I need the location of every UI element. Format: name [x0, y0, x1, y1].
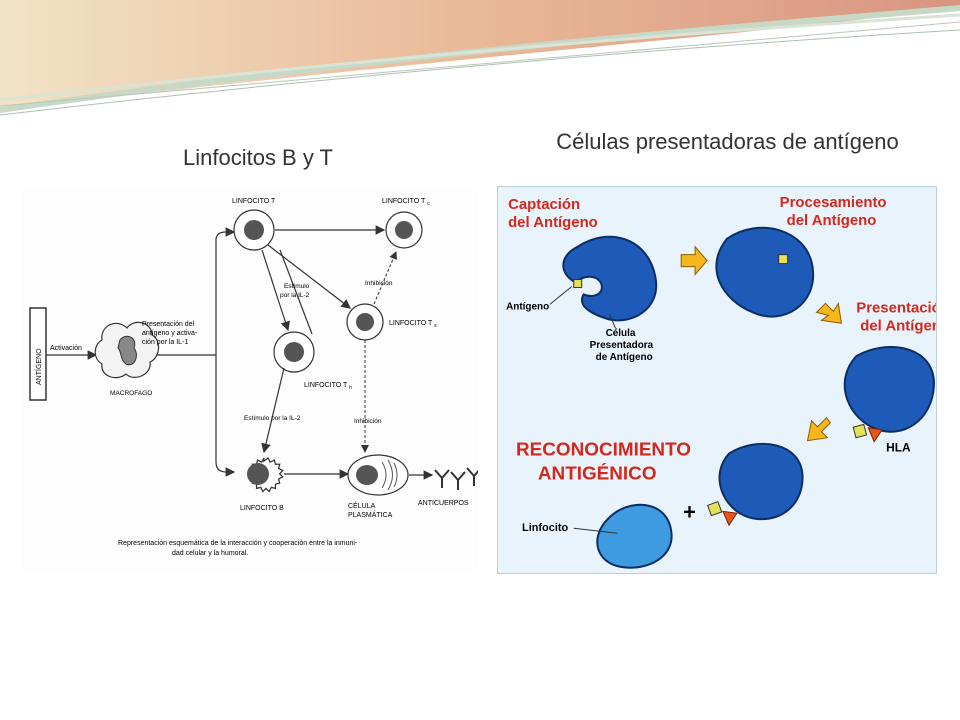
step-presentation-label-1: Presentación: [856, 299, 937, 316]
step-recognition-label-2: ANTIGÉNICO: [538, 462, 657, 484]
plus-sign: +: [683, 499, 696, 524]
hla-marker-2: [722, 510, 738, 527]
step-processing-label-1: Procesamiento: [780, 194, 887, 211]
stimulus-il2-label-2: Estímulo por la IL-2: [244, 415, 301, 422]
antigen-square-2: [778, 254, 789, 265]
step-capture-label-1: Captación: [508, 196, 580, 213]
tc-cell-label: LINFOCITO T c: [382, 198, 430, 207]
title-lymphocytes: Linfocitos B y T: [183, 145, 333, 170]
t-cell-label: LINFOCITO T: [232, 198, 276, 205]
decorative-banner: [0, 0, 960, 116]
caption-line-2: dad celular y la humoral.: [172, 550, 248, 557]
apc-capturing: [562, 235, 658, 322]
th-cell-label: LINFOCITO T h: [304, 382, 352, 391]
t-cell-nucleus: [244, 220, 264, 240]
step-capture-label-2: del Antígeno: [508, 214, 598, 231]
arrow-right-icon: [680, 245, 708, 276]
inhibition-label-2: Inhibición: [354, 418, 382, 425]
antigen-label: ANTÍGENO: [34, 348, 43, 385]
inhibition-label-1: Inhibición: [365, 280, 393, 287]
ts-cell-label: LINFOCITO T s: [389, 320, 437, 329]
activation-label: Activación: [50, 345, 82, 352]
antigen-square-3: [852, 423, 868, 439]
hla-marker: [867, 427, 883, 443]
antigen-label: Antígeno: [506, 301, 549, 312]
presentation-line-3: ción por la IL-1: [142, 339, 188, 346]
step-processing-label-2: del Antígeno: [787, 212, 877, 229]
macrophage-label: MACROFAGO: [110, 390, 152, 397]
macrophage-nucleus: [117, 335, 137, 366]
apc-recognition: [718, 442, 804, 521]
hla-label: HLA: [886, 441, 911, 455]
th-cell-nucleus: [284, 342, 304, 362]
antigen-presentation-diagram: Captación del Antígeno Antígeno Célula P…: [497, 186, 937, 574]
plasma-cell-label-1: CÉLULA: [348, 501, 376, 510]
title-antigen-presenting-cells: Células presentadoras de antígeno: [556, 129, 899, 154]
arrow-down-left-icon: [806, 417, 832, 442]
plasma-cell-label-2: PLASMÁTICA: [348, 510, 393, 519]
caption-line-1: Representación esquemática de la interac…: [118, 540, 358, 547]
apc-presenting: [843, 346, 935, 433]
stimulus-il2-label-1b: por la IL-2: [280, 292, 310, 299]
antigen-square-1: [573, 279, 583, 288]
antibody-icon: [434, 467, 478, 490]
lymphocyte-label: Linfocito: [522, 522, 568, 534]
apc-processing: [715, 226, 815, 318]
lymphocyte-cell: [596, 503, 673, 569]
b-cell-nucleus: [247, 463, 269, 485]
ts-cell-nucleus: [356, 313, 374, 331]
step-presentation-label-2: del Antígeno: [860, 317, 937, 334]
arrow-down-right-icon: [815, 301, 842, 324]
presentation-line-1: Presentación del: [142, 321, 195, 328]
antigen-square-4: [707, 500, 723, 517]
step-recognition-label-1: RECONOCIMIENTO: [516, 440, 691, 461]
apc-label-1: Célula: [606, 328, 636, 339]
stimulus-il2-label-1a: Estímulo: [284, 283, 310, 290]
antigen-box: [29, 307, 47, 401]
plasma-cell-nucleus: [356, 465, 378, 485]
apc-label-3: de Antígeno: [596, 352, 653, 363]
tc-cell-nucleus: [395, 221, 413, 239]
b-cell-label: LINFOCITO B: [240, 505, 284, 512]
presentation-line-2: antígeno y activa-: [142, 330, 198, 337]
apc-label-2: Presentadora: [590, 340, 654, 351]
antibodies-label: ANTICUERPOS: [418, 500, 469, 507]
lymphocyte-interaction-diagram: ANTÍGENO Activación MACROFAGO Presentaci…: [22, 190, 478, 570]
